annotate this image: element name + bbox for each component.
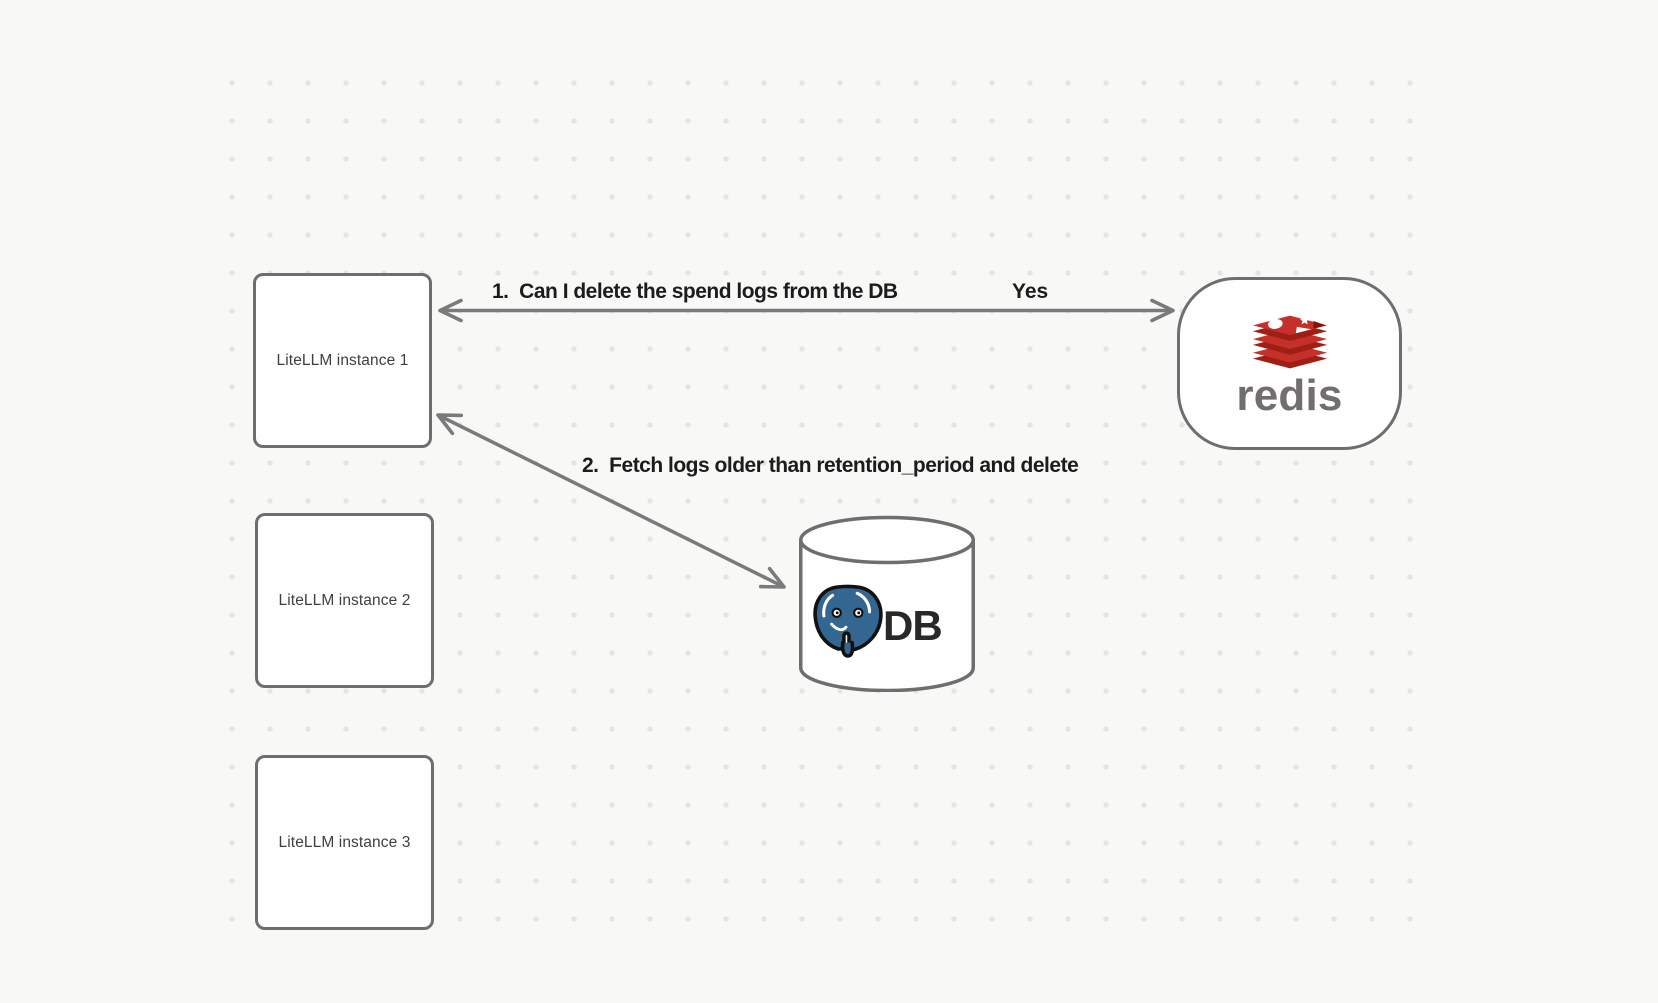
node-redis: redis [1177, 277, 1402, 450]
node-litellm-instance-1-label: LiteLLM instance 1 [276, 351, 409, 369]
redis-wordmark: redis [1236, 371, 1343, 420]
node-litellm-instance-1: LiteLLM instance 1 [253, 273, 432, 448]
node-litellm-instance-3: LiteLLM instance 3 [255, 755, 434, 930]
db-label: DB [883, 602, 943, 649]
node-litellm-instance-2-label: LiteLLM instance 2 [278, 591, 411, 609]
redis-logo-icon [1252, 315, 1327, 369]
node-litellm-instance-3-label: LiteLLM instance 3 [278, 833, 411, 851]
edge1-response-label: Yes [1012, 280, 1049, 303]
node-db: DB [799, 515, 975, 692]
node-litellm-instance-2: LiteLLM instance 2 [255, 513, 434, 688]
edge1-label: 1. Can I delete the spend logs from the … [492, 280, 898, 303]
postgresql-elephant-icon [813, 584, 883, 658]
edge2-label: 2. Fetch logs older than retention_perio… [582, 454, 1079, 477]
edge-instance1-db [436, 413, 786, 589]
